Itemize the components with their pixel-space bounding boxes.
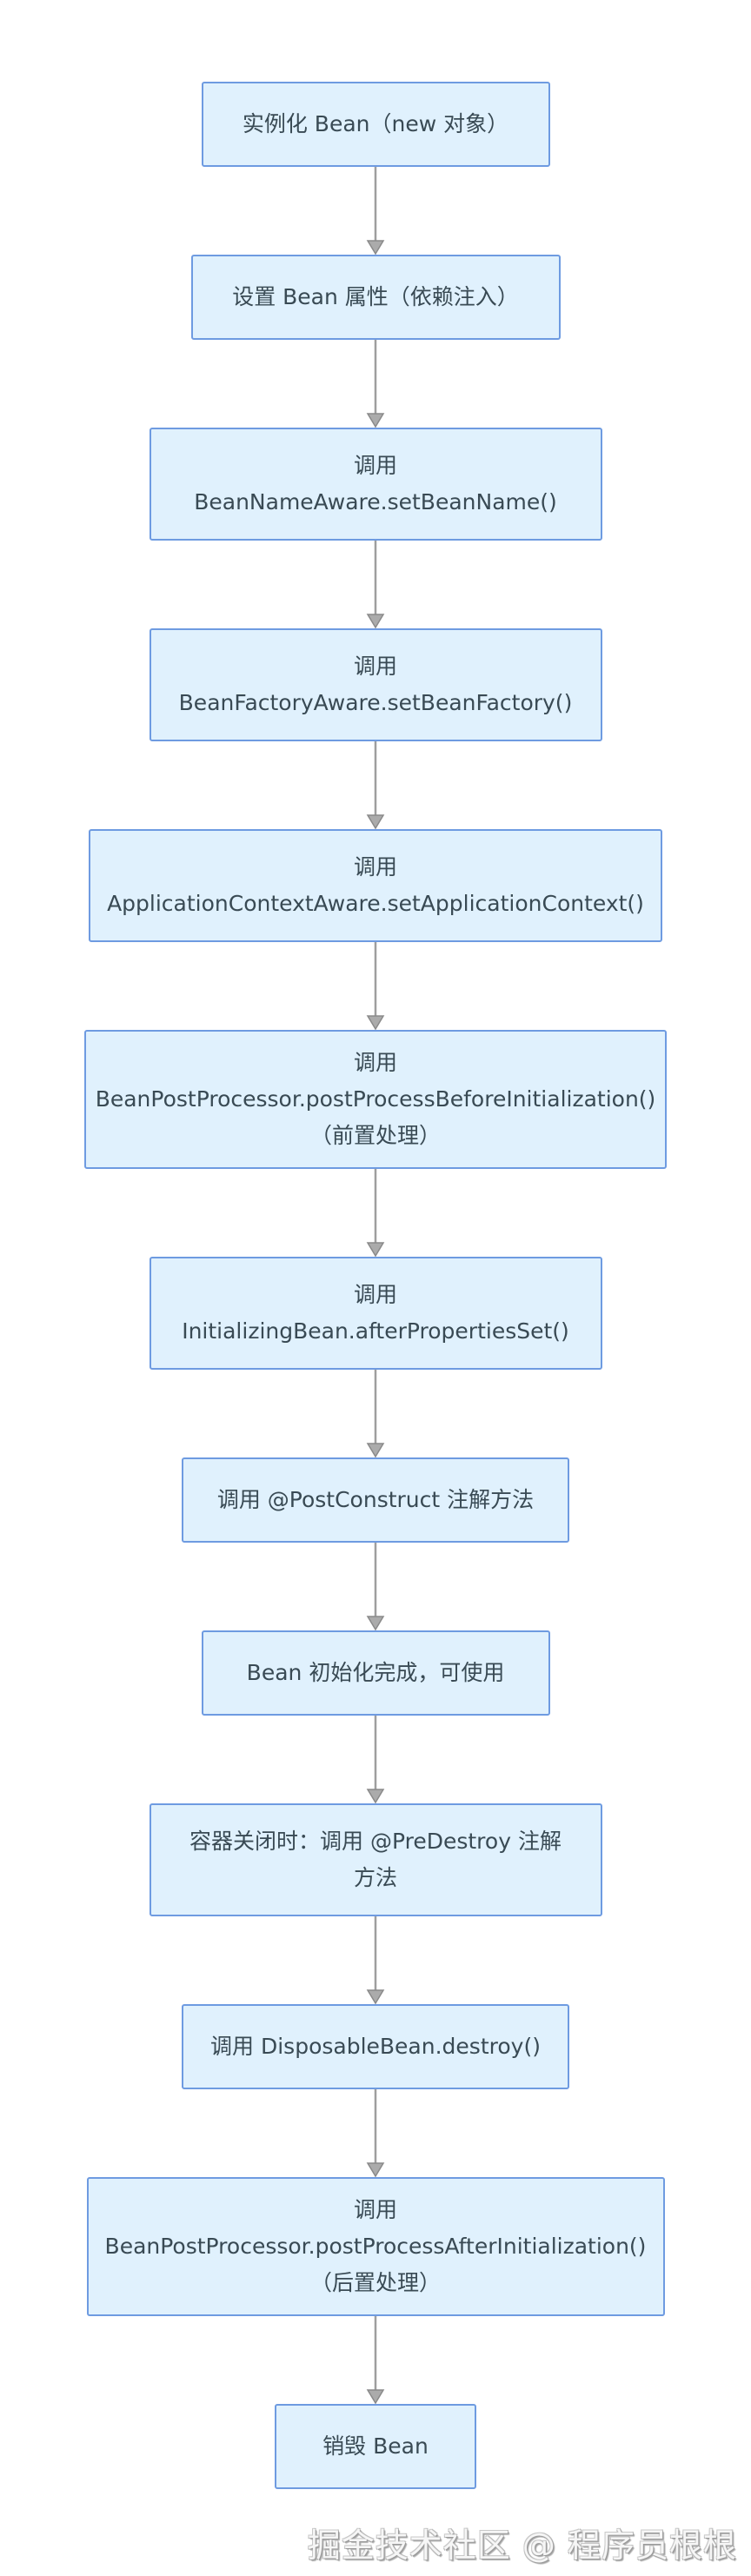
flow-node-set-application-context: 调用 ApplicationContextAware.setApplication…	[89, 829, 662, 942]
arrow-down-connector	[366, 340, 385, 428]
node-text-line: 调用	[353, 2197, 397, 2222]
node-text-line: 调用	[353, 1282, 397, 1307]
arrow-down-connector	[366, 167, 385, 255]
node-text-line: BeanPostProcessor.postProcessAfterInitia…	[104, 2234, 647, 2259]
node-text-line: 调用	[353, 654, 397, 679]
flow-node-instantiate-bean: 实例化 Bean（new 对象）	[201, 82, 550, 167]
arrow-down-connector	[366, 2089, 385, 2177]
flow-node-destroy-bean: 销毁 Bean	[275, 2404, 476, 2489]
node-text-line: 销毁 Bean	[322, 2433, 429, 2459]
node-text-line: Bean 初始化完成，可使用	[246, 1660, 505, 1685]
arrow-down-connector	[366, 1543, 385, 1630]
flow-node-post-process-before-init: 调用 BeanPostProcessor.postProcessBeforeIni…	[84, 1030, 667, 1169]
flow-node-disposable-bean-destroy: 调用 DisposableBean.destroy()	[182, 2004, 569, 2089]
node-text-line: 调用	[353, 854, 397, 880]
flow-node-pre-destroy: 容器关闭时：调用 @PreDestroy 注解方法	[149, 1803, 602, 1916]
node-text-line: BeanPostProcessor.postProcessBeforeIniti…	[95, 1086, 656, 1112]
node-text-line: 调用 @PostConstruct 注解方法	[216, 1487, 535, 1512]
flow-node-set-bean-factory: 调用 BeanFactoryAware.setBeanFactory()	[149, 628, 602, 741]
node-text-line: 容器关闭时：调用 @PreDestroy 注解	[189, 1829, 562, 1854]
node-text-line: 调用 DisposableBean.destroy()	[210, 2034, 541, 2059]
node-text-line: （后置处理）	[309, 2270, 441, 2295]
flowchart: 实例化 Bean（new 对象） 设置 Bean 属性（依赖注入） 调用 Bean…	[0, 82, 751, 2489]
arrow-down-connector	[366, 541, 385, 628]
node-text-line: （前置处理）	[309, 1123, 441, 1148]
node-text-line: 调用	[353, 453, 397, 478]
watermark-credit: 掘金技术社区 @ 程序员根根	[307, 2526, 737, 2565]
arrow-down-connector	[366, 1716, 385, 1803]
arrow-down-connector	[366, 1169, 385, 1257]
flow-node-bean-initialized: Bean 初始化完成，可使用	[201, 1630, 550, 1716]
node-text-line: BeanNameAware.setBeanName()	[194, 489, 557, 515]
arrow-down-connector	[366, 1916, 385, 2004]
node-text-line: 调用	[353, 1050, 397, 1075]
arrow-down-connector	[366, 942, 385, 1030]
flow-node-post-construct: 调用 @PostConstruct 注解方法	[182, 1457, 569, 1543]
node-text-line: 方法	[353, 1865, 397, 1890]
flow-node-set-bean-name: 调用 BeanNameAware.setBeanName()	[149, 428, 602, 541]
node-text-line: ApplicationContextAware.setApplicationCo…	[107, 891, 644, 916]
flow-node-post-process-after-init: 调用 BeanPostProcessor.postProcessAfterInit…	[86, 2177, 665, 2316]
arrow-down-connector	[366, 1370, 385, 1457]
flow-node-after-properties-set: 调用 InitializingBean.afterPropertiesSet()	[149, 1257, 602, 1370]
node-text-line: BeanFactoryAware.setBeanFactory()	[178, 690, 573, 715]
node-text-line: InitializingBean.afterPropertiesSet()	[182, 1318, 569, 1344]
flow-node-set-bean-properties: 设置 Bean 属性（依赖注入）	[190, 255, 561, 340]
node-text-line: 实例化 Bean（new 对象）	[242, 111, 509, 136]
arrow-down-connector	[366, 2316, 385, 2404]
node-text-line: 设置 Bean 属性（依赖注入）	[232, 284, 519, 309]
arrow-down-connector	[366, 741, 385, 829]
